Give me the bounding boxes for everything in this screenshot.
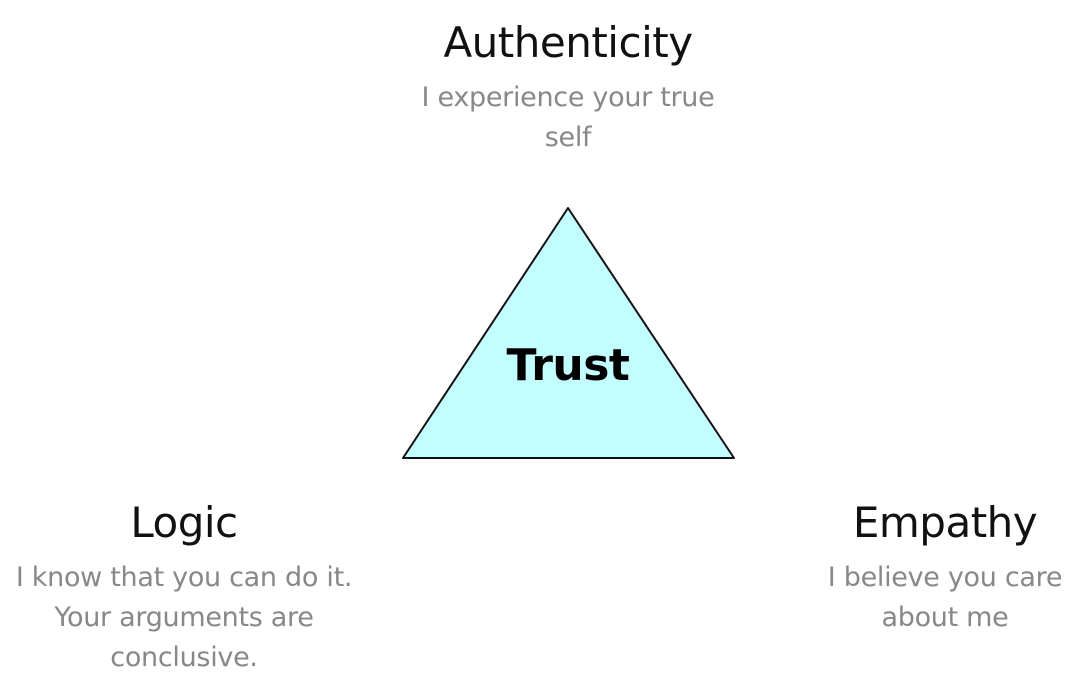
node-description: I know that you can do it. Your argument… [15,562,353,673]
center-label-trust: Trust [506,340,630,391]
node-description: I believe you care about me [827,562,1063,633]
triangle-shape [402,207,735,459]
node-title: Authenticity [443,18,693,67]
node-logic: Logic I know that you can do it. Your ar… [14,498,354,678]
node-title: Empathy [852,498,1038,547]
node-description: I experience your true self [421,82,715,153]
node-empathy: Empathy I believe you care about me [806,498,1077,638]
node-title: Logic [130,498,238,547]
node-authenticity: Authenticity I experience your true self [408,18,728,158]
